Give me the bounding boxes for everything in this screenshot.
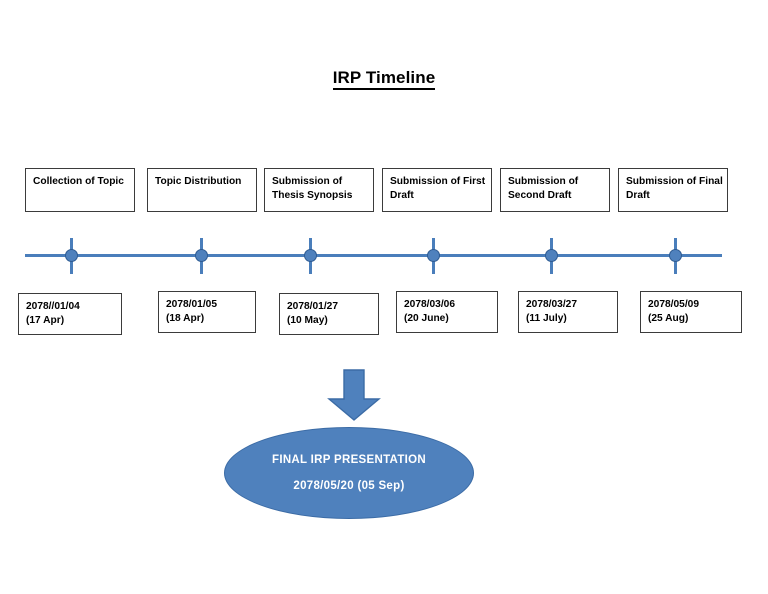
event-box-1: Collection of Topic xyxy=(25,168,135,212)
date-box-2-line1: 2078/01/05 xyxy=(166,299,217,310)
final-presentation-ellipse: FINAL IRP PRESENTATION 2078/05/20 (05 Se… xyxy=(224,427,474,519)
timeline-axis-line xyxy=(25,254,722,257)
event-box-3-line1: Submission of Thesis xyxy=(272,176,343,201)
event-box-1-line1: Collection of Topic xyxy=(33,176,124,187)
date-box-5-line1: 2078/03/27 xyxy=(526,299,577,310)
event-box-4-line2: Draft xyxy=(390,189,414,201)
event-box-6-line2: Draft xyxy=(626,189,650,201)
date-box-4-line1: 2078/03/06 xyxy=(404,299,455,310)
date-box-1: 2078//01/04 (17 Apr) xyxy=(18,293,122,335)
date-box-6: 2078/05/09 (25 Aug) xyxy=(640,291,742,333)
timeline-marker-2 xyxy=(195,249,208,262)
event-box-5-line1: Submission of xyxy=(508,176,579,187)
date-box-3: 2078/01/27 (10 May) xyxy=(279,293,379,335)
date-box-6-line2: (25 Aug) xyxy=(648,312,689,324)
page-title-text: IRP Timeline xyxy=(332,68,436,90)
date-box-3-line1: 2078/01/27 xyxy=(287,301,338,312)
event-box-6: Submission of Final Draft xyxy=(618,168,728,212)
date-box-5-line2: (11 July) xyxy=(526,312,567,324)
event-box-4-line1: Submission of First xyxy=(390,176,486,187)
date-box-2: 2078/01/05 (18 Apr) xyxy=(158,291,256,333)
timeline-marker-1 xyxy=(65,249,78,262)
timeline-marker-4 xyxy=(427,249,440,262)
final-presentation-date: 2078/05/20 (05 Sep) xyxy=(293,480,405,492)
date-box-1-line2: (17 Apr) xyxy=(26,314,65,326)
date-box-4-line2: (20 June) xyxy=(404,312,449,324)
event-box-5: Submission of Second Draft xyxy=(500,168,610,212)
event-box-4: Submission of First Draft xyxy=(382,168,492,212)
timeline-marker-6 xyxy=(669,249,682,262)
timeline-marker-3 xyxy=(304,249,317,262)
date-box-5: 2078/03/27 (11 July) xyxy=(518,291,618,333)
date-box-4: 2078/03/06 (20 June) xyxy=(396,291,498,333)
final-presentation-heading: FINAL IRP PRESENTATION xyxy=(272,454,426,466)
date-box-2-line2: (18 Apr) xyxy=(166,312,205,324)
timeline-marker-5 xyxy=(545,249,558,262)
event-box-2-line1: Topic Distribution xyxy=(155,176,242,187)
date-box-3-line2: (10 May) xyxy=(287,314,328,326)
down-arrow-icon xyxy=(327,369,381,421)
event-box-2: Topic Distribution xyxy=(147,168,257,212)
date-box-1-line1: 2078//01/04 xyxy=(26,301,80,312)
event-box-3-line2: Synopsis xyxy=(307,189,353,201)
event-box-5-line2: Second Draft xyxy=(508,189,572,201)
date-box-6-line1: 2078/05/09 xyxy=(648,299,699,310)
event-box-3: Submission of Thesis Synopsis xyxy=(264,168,374,212)
page-title: IRP Timeline xyxy=(0,68,768,90)
event-box-6-line1: Submission of Final xyxy=(626,176,723,187)
